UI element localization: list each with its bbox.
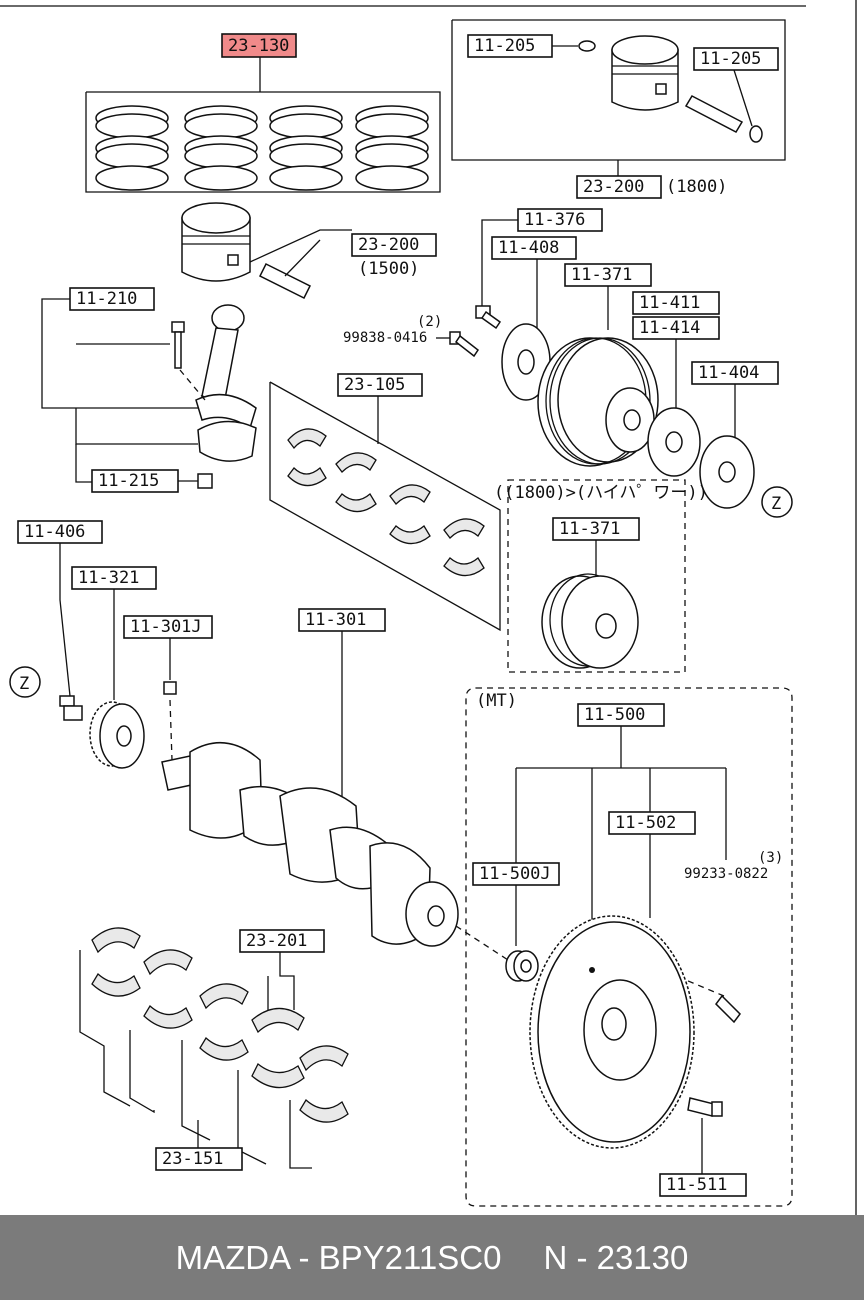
crankshaft: [161, 741, 459, 947]
piston-1800-note: (1800): [666, 177, 727, 197]
flywheel: [529, 915, 695, 1149]
mt-note: (MT): [476, 691, 517, 711]
bolt-99838-qty: (2): [417, 314, 442, 330]
bolt-99838-label[interactable]: 99838-0416: [343, 330, 427, 346]
piston-1500-note: (1500): [358, 259, 419, 279]
footer-brand-part: MAZDA - BPY211SC0: [175, 1238, 502, 1276]
footer-code: N - 23130: [543, 1238, 689, 1276]
conrod-nut-label[interactable]: 11-215: [98, 471, 159, 491]
plate-411-label[interactable]: 11-411: [639, 293, 700, 313]
rings-frame: [85, 91, 441, 193]
piston-1500-group: 23-200 (1500): [181, 202, 437, 300]
conrod-bearing-group: 23-105: [269, 373, 501, 632]
circlip-label-left[interactable]: 11-205: [474, 36, 535, 56]
dowel-pin: [715, 994, 741, 1024]
timing-gear-group: 11-406 Z 11-321 11-301J: [9, 520, 213, 769]
conrod-bearing-frame: [269, 381, 501, 632]
timing-gear-bolt: [59, 695, 83, 721]
conrod-bearing-shells: [287, 428, 485, 577]
conrod-label[interactable]: 11-210: [76, 289, 137, 309]
key-label[interactable]: 11-301J: [130, 617, 202, 637]
woodruff-key: [163, 681, 177, 695]
bolt-99838-group: (2) 99838-0416: [343, 314, 480, 358]
bearings-group: 23-201 23-151: [79, 927, 349, 1171]
piston-1800-label[interactable]: 23-200: [583, 177, 644, 197]
flywheel-label[interactable]: 11-502: [615, 813, 676, 833]
crank-pulley-1800: [541, 573, 639, 669]
flywheel-bolt: [687, 1097, 723, 1117]
flywheel-group: (MT) 11-500 11-502 11-500J (3) 99233-082…: [465, 687, 793, 1207]
bolt-376-label[interactable]: 11-376: [524, 210, 585, 230]
z-marker-left-text: Z: [19, 674, 29, 694]
crankshaft-group: 11-301: [161, 608, 509, 961]
main-bearing-shells: [91, 927, 349, 1123]
piston-ring-set: [95, 105, 429, 191]
timing-gear-label[interactable]: 11-321: [78, 568, 139, 588]
main-bearing-label[interactable]: 23-151: [162, 1149, 223, 1169]
bolt-406-label[interactable]: 11-406: [24, 522, 85, 542]
plate-404-label[interactable]: 11-404: [698, 363, 759, 383]
pin-qty: (3): [758, 850, 783, 866]
connecting-rod: [195, 304, 257, 462]
piston-rings-group: 23-130: [85, 33, 441, 193]
conrod-bearing-label[interactable]: 23-105: [344, 375, 405, 395]
pin-label[interactable]: 99233-0822: [684, 866, 768, 882]
flywheel-bolt-label[interactable]: 11-511: [666, 1175, 727, 1195]
piston-pin-1500: [258, 262, 312, 300]
pulley-group: 11-376 11-408 11-371 11-411 11-414 11-4: [475, 208, 793, 518]
timing-gear: [89, 701, 145, 769]
z-marker-right-text: Z: [771, 494, 781, 514]
pulley-1800-note: ((1800)>(ハイハ゜ワー)): [494, 483, 708, 503]
plate-414-label[interactable]: 11-414: [639, 318, 700, 338]
rings-label[interactable]: 23-130: [228, 36, 289, 56]
connecting-rod-group: 11-210 11-215: [41, 287, 257, 493]
piston-1500-label[interactable]: 23-200: [358, 235, 419, 255]
pulley-371-b-label[interactable]: 11-371: [559, 519, 620, 539]
rings-label-highlight: [221, 33, 297, 58]
pilot-bearing-label[interactable]: 11-500J: [479, 864, 551, 884]
piston-1500: [181, 202, 251, 282]
crank-pulley: [537, 337, 659, 467]
pulley-1800-group: ((1800)>(ハイハ゜ワー)) 11-371: [494, 479, 708, 673]
thrust-bearing-label[interactable]: 23-201: [246, 931, 307, 951]
conrod-nut: [197, 473, 213, 489]
parts-diagram: 23-130: [0, 0, 857, 1215]
z-marker-left: [9, 666, 41, 698]
circlip-label-right[interactable]: 11-205: [700, 49, 761, 69]
circlip-left: [578, 40, 596, 52]
crankshaft-label[interactable]: 11-301: [305, 610, 366, 630]
pilot-bearing: [505, 950, 539, 982]
z-marker-right: [761, 486, 793, 518]
plate-408-label[interactable]: 11-408: [498, 238, 559, 258]
piston-1800-group: 11-205 11-205 23-200 (1800): [451, 19, 786, 199]
pulley-371-label[interactable]: 11-371: [571, 265, 632, 285]
circlip-right: [749, 125, 763, 143]
pulley-bolt: [475, 305, 502, 330]
piston-1800: [611, 35, 679, 111]
footer-banner: MAZDA - BPY211SC0 N - 23130: [0, 1215, 864, 1300]
piston-pin-1800: [684, 95, 744, 133]
flywheel-assy-label[interactable]: 11-500: [584, 705, 645, 725]
conrod-bolt: [171, 321, 185, 369]
